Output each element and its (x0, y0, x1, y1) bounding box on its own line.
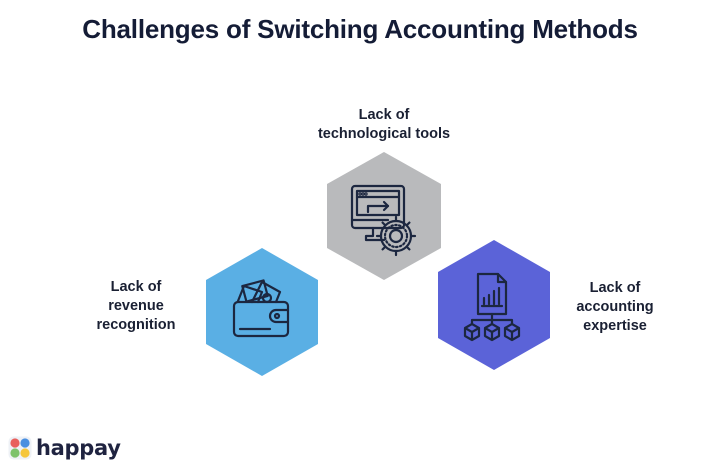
label-revenue-recognition: Lack of revenue recognition (96, 279, 176, 333)
brand-name: happay (36, 436, 121, 460)
label-technological-tools: Lack of technological tools (317, 107, 451, 142)
hexagon-accounting-expertise (438, 240, 550, 370)
hexagon-revenue-recognition (206, 248, 318, 376)
label-accounting-expertise: Lack of accounting expertise (576, 280, 654, 334)
happay-logo: happay (8, 436, 121, 460)
report-network-icon (463, 272, 521, 342)
happay-logo-icon (8, 436, 32, 460)
wallet-money-icon (232, 279, 290, 338)
hexagon-technological-tools (327, 152, 441, 280)
page-title: Challenges of Switching Accounting Metho… (82, 14, 638, 44)
computer-gear-icon (350, 184, 417, 257)
